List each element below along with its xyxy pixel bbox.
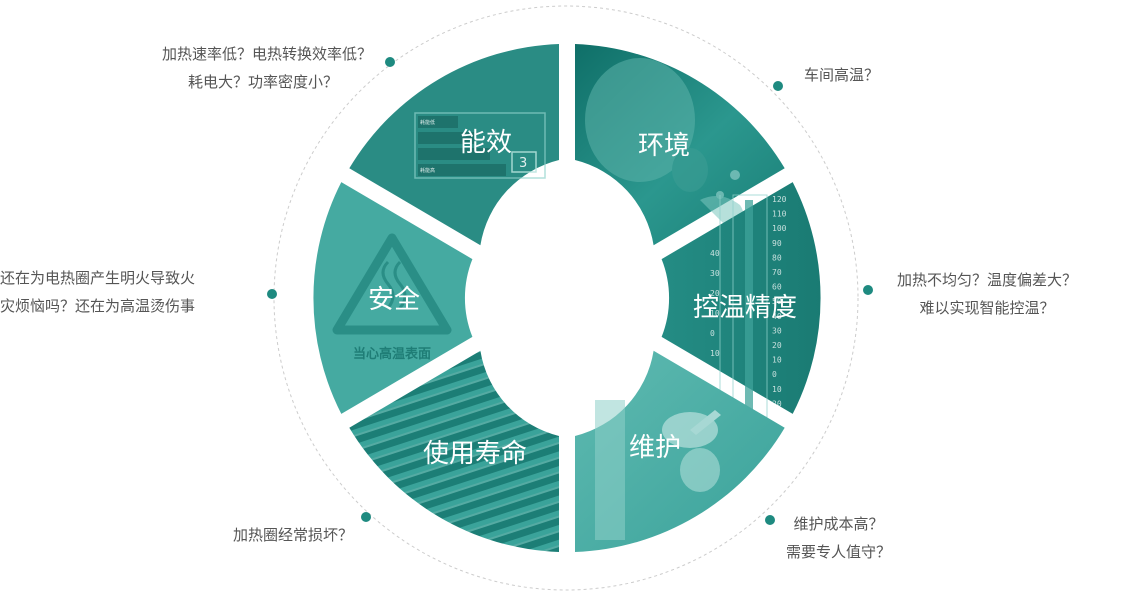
dot-temperature (863, 285, 873, 295)
energy-label-illustration: 耗能低 耗能高 3 (414, 112, 546, 179)
thermometer-scale-value: 90 (772, 239, 782, 248)
segment-service-life[interactable]: 使用寿命 (349, 350, 559, 552)
energy-label-number: 3 (519, 156, 527, 171)
warning-sign: 当心高温表面 (332, 233, 452, 362)
energy-label-bottom-text: 耗能高 (420, 167, 435, 174)
note-environment-line-1: 车间高温？ (804, 66, 880, 84)
note-energy: 加热速率低？电热转换效率低？ 耗电大？功率密度小？ (162, 40, 372, 96)
thermometer-scale-left-value: 0 (710, 329, 715, 338)
note-energy-line-1: 加热速率低？电热转换效率低？ (161, 45, 372, 63)
segment-energy-efficiency[interactable]: 耗能低 耗能高 3 能效 (349, 44, 559, 246)
segment-maintenance[interactable]: 维护 (575, 350, 785, 552)
note-temperature: 加热不均匀？温度偏差大？ 难以实现智能控温？ (897, 266, 1077, 322)
note-safety-line-2: 灾烦恼吗？还在为高温烫伤事 (0, 297, 196, 315)
segment-label-maintenance: 维护 (629, 433, 681, 463)
thermometer-scale-value: 70 (772, 268, 782, 277)
thermometer-scale-value: 30 (772, 326, 782, 335)
note-temperature-line-1: 加热不均匀？温度偏差大？ (897, 271, 1078, 289)
note-energy-line-2: 耗电大？功率密度小？ (187, 73, 338, 91)
note-safety: 还在为电热圈产生明火导致火 灾烦恼吗？还在为高温烫伤事 (0, 264, 195, 320)
thermometer-scale-value: 120 (772, 195, 787, 204)
segment-safety[interactable]: 当心高温表面 安全 (313, 182, 473, 414)
note-safety-line-1: 还在为电热圈产生明火导致火 (0, 269, 196, 287)
segment-label-environment: 环境 (638, 131, 690, 161)
thermometer-scale-value: 20 (772, 341, 782, 350)
thermometer-scale-left-value: 30 (710, 269, 720, 278)
thermometer-scale-value: 20 (772, 399, 782, 408)
outer-dashed-ring (273, 5, 859, 591)
thermometer-scale-left-value: 40 (710, 249, 720, 258)
note-temperature-line-2: 难以实现智能控温？ (919, 299, 1055, 317)
thermometer-scale-left: 40 30 20 10 0 10 20 (710, 249, 720, 378)
thermometer-scale-value: 110 (772, 210, 787, 219)
energy-label-top-text: 耗能低 (420, 119, 435, 126)
thermometer-scale-value: 60 (772, 283, 782, 292)
dot-maintenance (765, 515, 775, 525)
dot-safety (267, 289, 277, 299)
thermometer-scale-value: 0 (772, 370, 777, 379)
note-service-life-line-1: 加热圈经常损坏？ (232, 526, 353, 544)
thermometer-scale-value: 40 (772, 312, 782, 321)
thermometer-scale-left-value: 20 (710, 289, 720, 298)
segment-label-temperature: 控温精度 (693, 293, 797, 323)
thermometer-scale-value: 10 (772, 356, 782, 365)
note-environment: 车间高温？ (804, 61, 879, 89)
thermometer-scale-left-value: 10 (710, 349, 720, 358)
thermometer-scale-left-value: 20 (710, 369, 720, 378)
center-hole (467, 198, 667, 398)
thermometer-scale-value: 50 (772, 297, 782, 306)
segment-label-service-life: 使用寿命 (423, 439, 527, 469)
segment-label-energy: 能效 (460, 128, 512, 158)
maintenance-tool-illustration (595, 400, 721, 540)
note-maintenance: 维护成本高？ 需要专人值守？ (786, 510, 891, 566)
dot-environment (773, 81, 783, 91)
note-maintenance-line-1: 维护成本高？ (793, 515, 884, 533)
warning-sign-text: 当心高温表面 (353, 346, 431, 362)
dot-energy (385, 57, 395, 67)
thermometer-scale-value: 10 (772, 385, 782, 394)
note-service-life: 加热圈经常损坏？ (233, 521, 353, 549)
segment-label-safety: 安全 (368, 285, 420, 315)
dot-service-life (361, 512, 371, 522)
thermometer-scale-value: 100 (772, 224, 787, 233)
note-maintenance-line-2: 需要专人值守？ (786, 543, 892, 561)
thermometer-scale-value: 80 (772, 253, 782, 262)
thermometer-scale-left-value: 10 (710, 309, 720, 318)
